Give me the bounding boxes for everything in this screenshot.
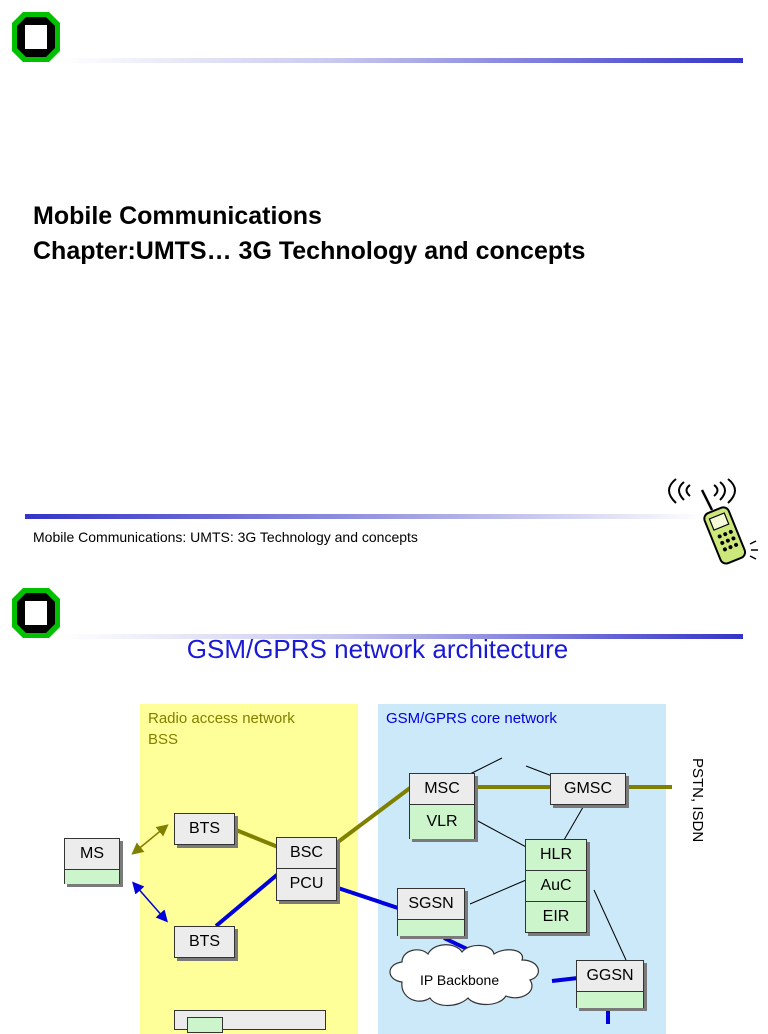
ggsn-sub-cell: [577, 992, 643, 1008]
slide-title: GSM/GPRS network architecture: [186, 634, 569, 664]
slide-title-line-1: Mobile Communications: [33, 202, 322, 230]
msc-label: MSC: [410, 774, 474, 805]
ggsn-label: GGSN: [577, 961, 643, 992]
link-pcu-sgsn: [337, 886, 399, 910]
hlr-auc-eir-node: HLR AuC EIR: [525, 839, 587, 933]
sig-gmsc-up: [525, 765, 553, 777]
ran-label-line-1: Radio access network: [148, 710, 295, 727]
sig-gmsc-hlr: [563, 801, 587, 841]
pcu-label: PCU: [289, 875, 324, 892]
ip-backbone-cloud-icon: [389, 944, 539, 1007]
university-logo-icon: [12, 588, 60, 638]
slide-title-line-2: Chapter:UMTS… 3G Technology and concepts: [33, 237, 586, 265]
sig-msc-up: [469, 757, 503, 775]
bsc-node: BSC PCU: [276, 837, 337, 901]
gmsc-label: GMSC: [564, 780, 612, 797]
eir-label: EIR: [526, 902, 586, 932]
hlr-label: HLR: [526, 840, 586, 871]
radio-link-ms-bts2: [132, 881, 168, 923]
pstn-isdn-label: PSTN, ISDN: [689, 758, 706, 843]
sgsn-node: SGSN: [397, 888, 465, 936]
bts-node-1: BTS: [174, 813, 235, 845]
mobile-phone-icon: [668, 478, 758, 565]
footer-rule: [25, 514, 705, 519]
header-rule: [60, 58, 743, 63]
header-rule: [60, 634, 743, 639]
gmsc-node: GMSC: [550, 773, 626, 805]
sgsn-sub-cell: [398, 920, 464, 936]
ms-node: MS: [64, 838, 120, 884]
sig-sgsn-hlr: [469, 879, 527, 905]
footer-text: Mobile Communications: UMTS: 3G Technolo…: [33, 529, 418, 545]
link-bts1-bsc: [235, 828, 279, 849]
sgsn-label: SGSN: [398, 889, 464, 920]
auc-label: AuC: [526, 871, 586, 902]
ggsn-node: GGSN: [576, 960, 644, 1008]
bts1-label: BTS: [188, 820, 221, 837]
title-slide: Mobile Communications Chapter:UMTS… 3G T…: [12, 12, 758, 565]
bts2-label: BTS: [188, 933, 221, 950]
msc-node: MSC VLR: [409, 773, 475, 839]
ms-label: MS: [65, 839, 119, 870]
link-bsc-msc: [336, 786, 412, 844]
ms-sim-cell: [65, 870, 119, 884]
bts-node-2: BTS: [174, 926, 235, 958]
network-links: [131, 757, 672, 1024]
partial-node-green-cell: [187, 1017, 223, 1033]
ran-label-line-2: BSS: [148, 731, 179, 748]
architecture-slide: GSM/GPRS network architecture Radio acce…: [0, 562, 768, 1034]
vlr-label: VLR: [410, 805, 474, 839]
link-backbone-ggsn: [551, 976, 579, 983]
ran-label: Radio access network BSS: [148, 708, 295, 750]
radio-link-ms-bts1: [131, 824, 169, 855]
sig-msc-hlr: [475, 819, 529, 849]
ip-backbone-label: IP Backbone: [420, 972, 500, 988]
core-label: GSM/GPRS core network: [386, 710, 557, 727]
partial-node: [174, 1010, 326, 1033]
link-bts2-bsc: [214, 872, 280, 928]
bsc-label: BSC: [277, 838, 336, 869]
sig-hlr-ggsn: [593, 889, 627, 961]
university-logo-icon: [12, 12, 60, 62]
